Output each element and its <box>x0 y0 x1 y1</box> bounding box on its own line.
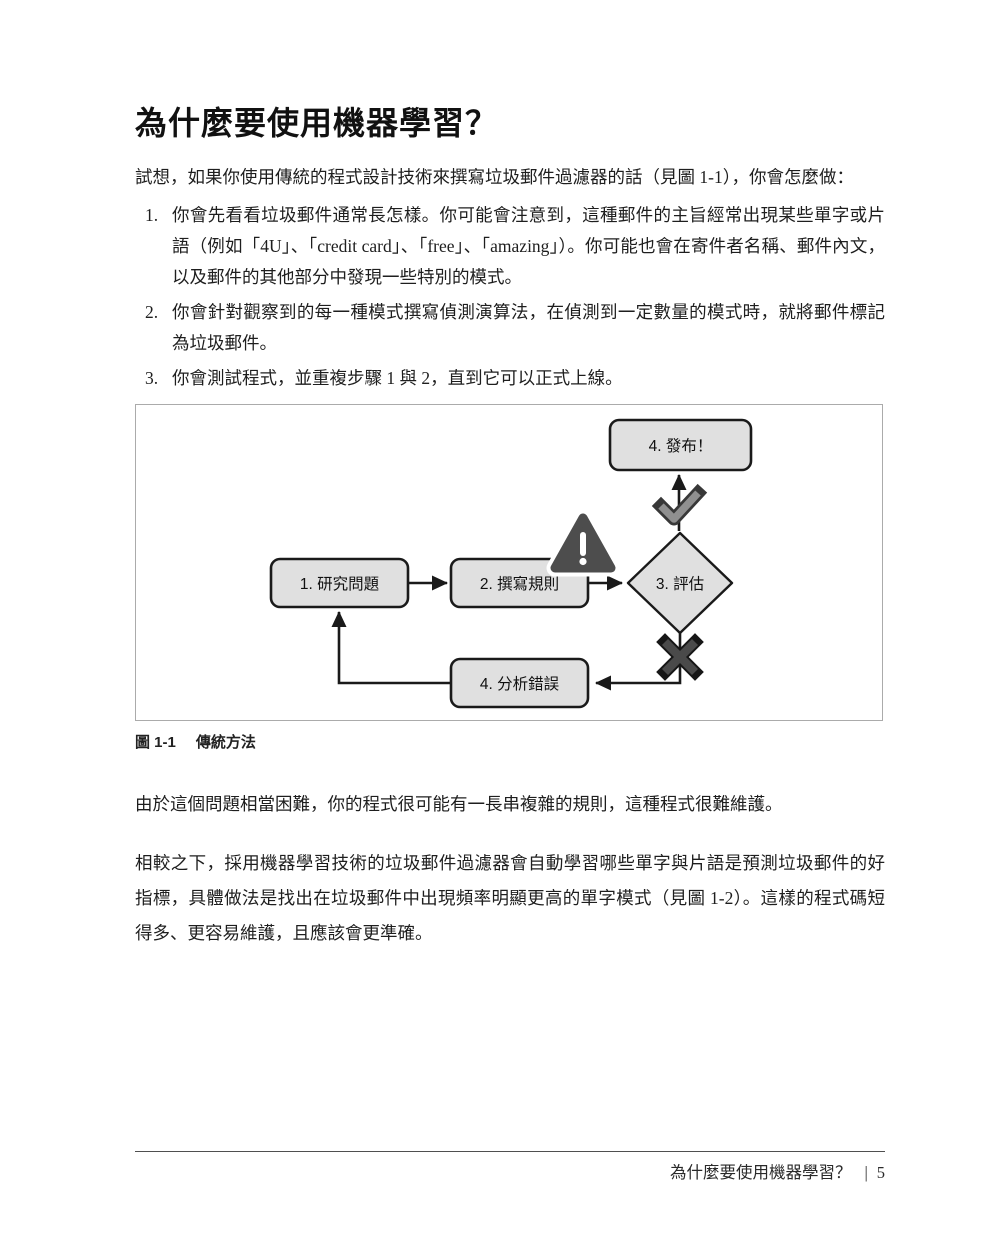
list-item: 1. 你會先看看垃圾郵件通常長怎樣。你可能會注意到，這種郵件的主旨經常出現某些單… <box>135 200 885 293</box>
x-icon <box>656 633 704 681</box>
check-icon <box>651 483 708 526</box>
node-analyze-errors: 4. 分析錯誤 <box>449 657 590 709</box>
book-page: 為什麼要使用機器學習？ 試想，如果你使用傳統的程式設計技術來撰寫垃圾郵件過濾器的… <box>135 0 885 1242</box>
warning-icon <box>546 509 620 577</box>
node-launch: 4. 發布！ <box>608 418 753 472</box>
list-item: 3. 你會測試程式，並重複步驟 1 與 2，直到它可以正式上線。 <box>135 363 885 394</box>
list-item-text: 你會測試程式，並重複步驟 1 與 2，直到它可以正式上線。 <box>172 368 623 388</box>
node-research-label: 1. 研究問題 <box>300 575 379 593</box>
node-launch-label: 4. 發布！ <box>649 437 713 455</box>
footer-text: 為什麼要使用機器學習？ | 5 <box>135 1159 885 1183</box>
list-item-text: 你會針對觀察到的每一種模式撰寫偵測演算法，在偵測到一定數量的模式時，就將郵件標記… <box>172 302 885 353</box>
footer-chapter-title: 為什麼要使用機器學習？ <box>669 1163 852 1182</box>
list-item-number: 1. <box>145 205 159 225</box>
list-item: 2. 你會針對觀察到的每一種模式撰寫偵測演算法，在偵測到一定數量的模式時，就將郵… <box>135 297 885 359</box>
list-item-number: 2. <box>145 302 159 322</box>
node-evaluate-label: 3. 評估 <box>656 575 704 593</box>
footer-separator: | <box>864 1163 868 1182</box>
footer-page-number: 5 <box>876 1163 885 1182</box>
page-title: 為什麼要使用機器學習？ <box>135 105 499 141</box>
figure-caption-label: 圖 1-1 <box>135 734 176 751</box>
footer-rule <box>135 1151 885 1152</box>
steps-list: 1. 你會先看看垃圾郵件通常長怎樣。你可能會注意到，這種郵件的主旨經常出現某些單… <box>135 200 885 394</box>
list-item-number: 3. <box>145 368 159 388</box>
arrow-analyze-to-research <box>331 611 451 685</box>
node-analyze-label: 4. 分析錯誤 <box>480 675 559 693</box>
figure-caption: 圖 1-1 傳統方法 <box>135 733 885 753</box>
node-research-problem: 1. 研究問題 <box>269 557 410 609</box>
flowchart-diagram: 1. 研究問題 2. 撰寫規則 4. 發布！ 4. 分析錯誤 <box>269 418 753 709</box>
page-footer: 為什麼要使用機器學習？ | 5 <box>135 1151 885 1183</box>
body-paragraph: 相較之下，採用機器學習技術的垃圾郵件過濾器會自動學習哪些單字與片語是預測垃圾郵件… <box>135 853 885 943</box>
figure-frame: 1. 研究問題 2. 撰寫規則 4. 發布！ 4. 分析錯誤 <box>135 404 883 721</box>
figure-caption-text: 傳統方法 <box>195 734 256 751</box>
intro-paragraph: 試想，如果你使用傳統的程式設計技術來撰寫垃圾郵件過濾器的話（見圖 1-1），你會… <box>135 167 854 187</box>
node-rules-label: 2. 撰寫規則 <box>480 575 559 593</box>
node-evaluate: 3. 評估 <box>626 531 734 635</box>
list-item-text: 你會先看看垃圾郵件通常長怎樣。你可能會注意到，這種郵件的主旨經常出現某些單字或片… <box>172 205 885 287</box>
body-paragraph: 由於這個問題相當困難，你的程式很可能有一長串複雜的規則，這種程式很難維護。 <box>135 794 783 814</box>
